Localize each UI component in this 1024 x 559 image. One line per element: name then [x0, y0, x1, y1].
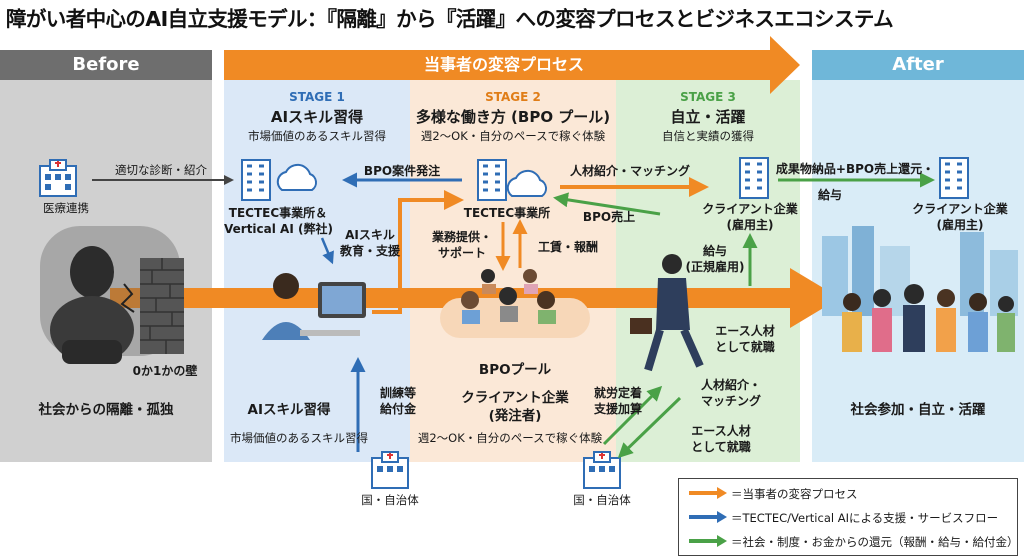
bottom-ace-label: エース人材	[691, 424, 751, 438]
s2-company-label: TECTEC事業所	[463, 206, 551, 220]
government-label-2: 国・自治体	[573, 493, 631, 507]
bottom-ace-label-2: として就職	[691, 440, 751, 454]
bottom-matching-label: 人材紹介・	[700, 378, 761, 392]
bpo-sales-arrow	[553, 192, 661, 216]
person-computer-illustration	[262, 273, 366, 340]
training-label: 訓練等	[379, 386, 416, 400]
client-building-icon-s3	[739, 157, 769, 199]
s3-client-label: クライアント企業	[702, 202, 798, 216]
process-banner-arrow	[224, 36, 800, 94]
government-icon-2	[583, 451, 621, 489]
s2-bottom-subtitle: 週2〜OK・自分のペースで稼ぐ体験	[417, 431, 603, 445]
stage2-panel	[410, 80, 616, 462]
government-icon-1	[371, 451, 409, 489]
matching-back-arrow	[617, 396, 682, 459]
referral-label: 適切な診断・紹介	[115, 163, 207, 177]
businessman-illustration	[630, 254, 704, 372]
s3-client-role: (雇用主)	[726, 218, 774, 232]
stage2-subtitle: 週2〜OK・自分のペースで稼ぐ体験	[420, 129, 606, 143]
employment-support-arrow	[602, 385, 663, 446]
legend-orange-arrow-icon	[689, 487, 727, 499]
ai-edu-label: AIスキル	[345, 228, 395, 242]
before-header: Before	[0, 50, 212, 80]
s2-client-role: (発注者)	[488, 408, 542, 424]
legend: ＝当事者の変容プロセス ＝TECTEC/Vertical AIによる支援・サービ…	[678, 478, 1019, 556]
bpo-sales-label: BPO売上	[582, 210, 636, 224]
stage2-title: 多様な働き方 (BPO プール)	[415, 108, 611, 126]
bottom-matching-label-2: マッチング	[700, 394, 761, 408]
stage3-title: 自立・活躍	[670, 108, 746, 126]
stage2-tag: STAGE 2	[485, 90, 541, 104]
page-title: 障がい者中心のAI自立支援モデル：『隔離』から『活躍』への変容プロセスとビジネス…	[6, 7, 894, 31]
before-caption: 社会からの隔離・孤独	[38, 402, 174, 418]
tectec-building-icon-s2	[477, 159, 507, 201]
after-caption: 社会参加・自立・活躍	[850, 402, 986, 418]
after-client-role: (雇用主)	[936, 218, 984, 232]
ace-label-2: として就職	[715, 340, 775, 354]
bpo-pool-label: BPOプール	[478, 362, 552, 378]
happy-people-illustration	[842, 284, 1015, 352]
orange-flow-1	[372, 190, 464, 314]
work-label-2: サポート	[437, 246, 486, 260]
medical-label: 医療連携	[43, 201, 89, 215]
bpo-pool-illustration	[440, 269, 590, 338]
ace-label: エース人材	[715, 324, 775, 338]
stage1-subtitle: 市場価値のあるスキル習得	[248, 129, 386, 143]
cloud-icon-s2	[506, 169, 547, 197]
process-header: 当事者の変容プロセス	[423, 55, 584, 74]
bpo-order-label: BPO案件発注	[363, 164, 441, 178]
tectec-building-icon-s1	[241, 159, 271, 201]
salary-label: 給与	[702, 244, 727, 258]
wall-illustration	[120, 258, 184, 354]
ai-edu-arrow	[320, 237, 334, 265]
s1-bottom-subtitle: 市場価値のあるスキル習得	[230, 431, 368, 445]
s2-client-label: クライアント企業	[461, 390, 569, 406]
legend-green-arrow-icon	[689, 535, 727, 547]
return-label: 成果物納品+BPO売上還元・	[775, 162, 935, 176]
hospital-icon-before	[39, 159, 77, 197]
government-label-1: 国・自治体	[361, 493, 419, 507]
stage3-subtitle: 自信と実績の獲得	[662, 129, 754, 143]
employment-support-label: 就労定着	[593, 386, 642, 400]
wall-label: 0か1かの壁	[132, 364, 198, 378]
work-label: 業務提供・	[431, 230, 492, 244]
legend-text-service: ＝TECTEC/Vertical AIによる支援・サービスフロー	[731, 511, 999, 525]
salary-label-2: (正規雇用)	[685, 260, 745, 274]
stage1-title: AIスキル習得	[270, 108, 364, 126]
return-label-2: 給与	[817, 188, 842, 202]
wage-label: 工賃・報酬	[537, 240, 598, 254]
legend-blue-arrow-icon	[689, 511, 727, 523]
after-client-label: クライアント企業	[912, 202, 1008, 216]
training-label-2: 給付金	[379, 402, 416, 416]
ai-edu-label-2: 教育・支援	[339, 244, 400, 258]
s1-company-label: TECTEC事業所＆	[228, 206, 328, 220]
stage1-tag: STAGE 1	[289, 90, 345, 104]
cloud-icon-s1	[276, 163, 317, 191]
s1-company-label-2: Vertical AI (弊社)	[224, 222, 333, 236]
employment-support-label-2: 支援加算	[593, 402, 642, 416]
stage3-tag: STAGE 3	[680, 90, 736, 104]
client-building-icon-after	[939, 157, 969, 199]
legend-text-process: ＝当事者の変容プロセス	[731, 487, 858, 501]
after-header: After	[812, 50, 1024, 80]
matching-label: 人材紹介・マッチング	[569, 164, 690, 178]
stage1-panel	[224, 80, 410, 462]
legend-text-return: ＝社会・制度・お金からの還元（報酬・給与・給付金）	[731, 535, 1019, 549]
s1-bottom-title: AIスキル習得	[247, 402, 331, 418]
